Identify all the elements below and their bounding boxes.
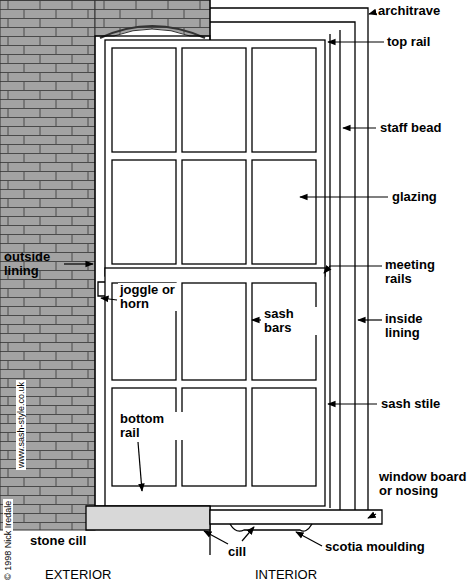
pane (112, 160, 176, 264)
glazing-panes (112, 48, 316, 486)
part-label: EXTERIOR (45, 568, 135, 582)
part-label: staff bead (380, 121, 468, 135)
part-label: inside lining (385, 312, 455, 340)
part-label: INTERIOR (255, 568, 345, 582)
part-label: top rail (387, 35, 467, 49)
part-label: bottom rail (118, 412, 184, 440)
cill (86, 506, 382, 531)
pane (252, 388, 316, 486)
pane (182, 160, 246, 264)
part-label: stone cill (30, 534, 110, 548)
pane (182, 283, 246, 380)
part-label: architrave (378, 4, 468, 18)
pane (252, 160, 316, 264)
part-label: outside lining (4, 250, 64, 278)
part-label: www.sash-style.co.uk (16, 380, 26, 470)
window-frame (95, 0, 368, 555)
leader-lines (64, 12, 388, 546)
pane (182, 48, 246, 152)
part-label: © 1998 Nick Iredale (3, 499, 13, 582)
pane (252, 48, 316, 152)
pane (182, 388, 246, 486)
part-label: sash bars (262, 307, 318, 335)
part-label: sash stile (381, 397, 467, 411)
part-label: glazing (392, 190, 468, 204)
part-label: joggle or horn (118, 283, 180, 311)
part-label: scotia moulding (325, 540, 445, 554)
part-label: cill (228, 545, 268, 559)
part-label: meeting rails (385, 258, 457, 286)
pane (112, 48, 176, 152)
part-label: window board or nosing (379, 470, 469, 498)
